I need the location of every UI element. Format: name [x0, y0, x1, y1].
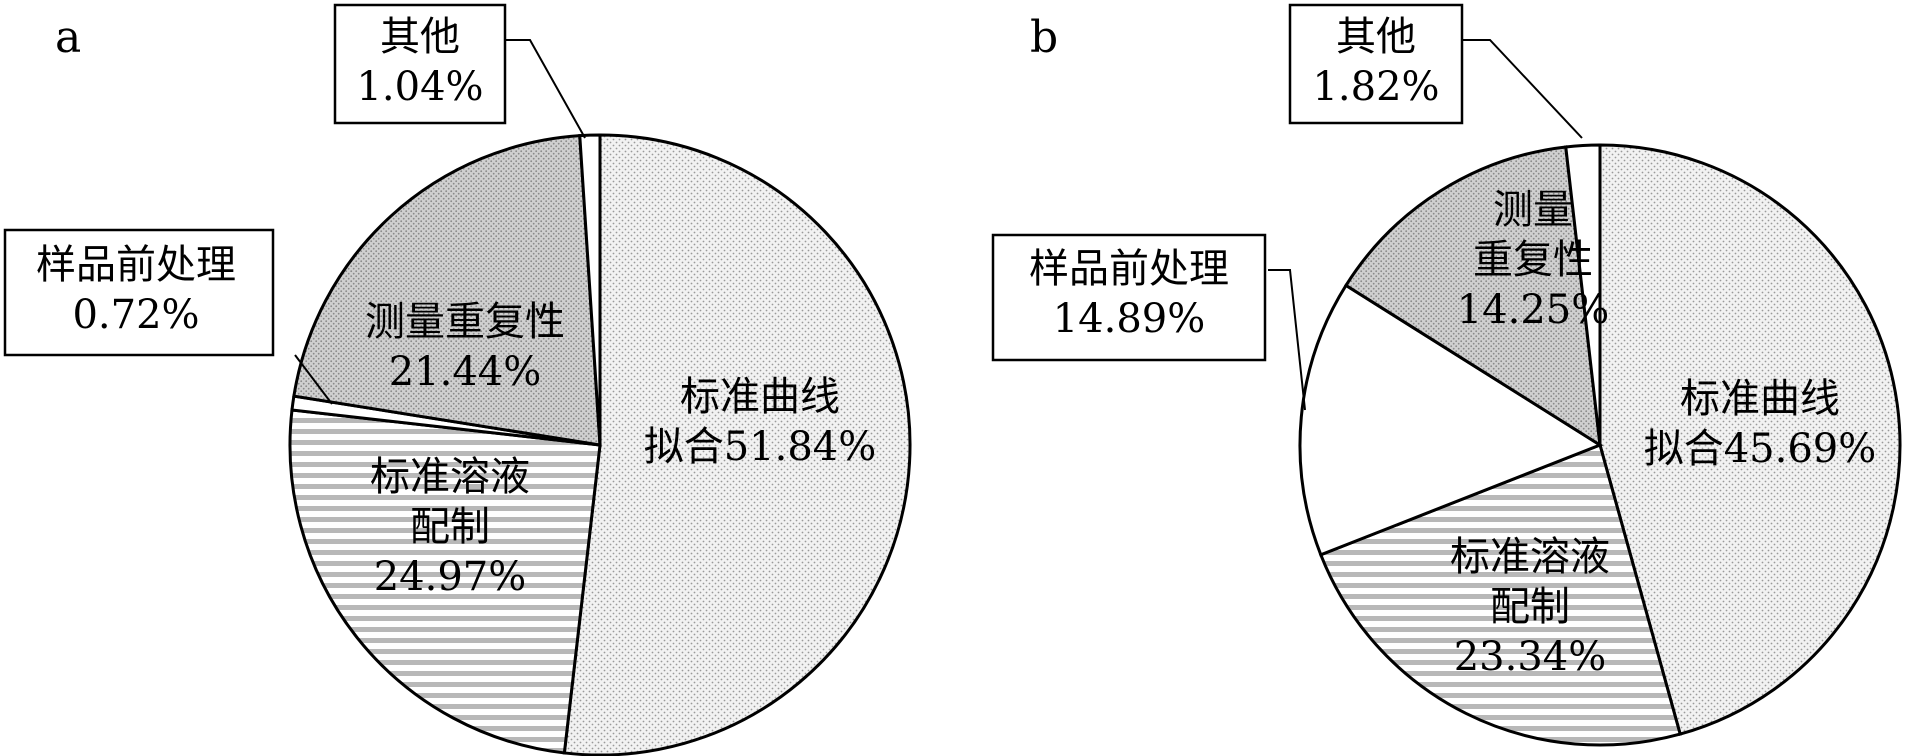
- pie-b-slice-label-1-2: 23.34%: [1454, 634, 1607, 680]
- pie-a-slice-label-0-1: 拟合51.84%: [644, 424, 877, 470]
- pie-b-slice-label-3-2: 14.25%: [1457, 287, 1610, 333]
- pie-a-callout-label-2-0: 样品前处理: [36, 242, 236, 288]
- pie-a-slices: [288, 133, 912, 756]
- pie-a-callout-label-2-1: 0.72%: [72, 292, 199, 338]
- pie-a-callout-box-4: [333, 3, 507, 125]
- pie-a-slice-label-1-0: 标准溶液: [370, 454, 530, 500]
- pie-a-slice-label-3-0: 测量重复性: [365, 299, 565, 345]
- pie-b-slice-label-0-0: 标准曲线: [1680, 376, 1840, 422]
- pie-b-callout-box-2: [991, 233, 1267, 362]
- pie-b-callout-label-4-0: 其他: [1336, 14, 1416, 60]
- pie-a-slice-1: [288, 408, 602, 755]
- pie-a-slice-0: [562, 133, 912, 756]
- pie-b-slice-2: [1298, 283, 1604, 557]
- pie-a-slice-4: [578, 133, 602, 446]
- pie-b-slice-label-3-0: 测量: [1493, 187, 1573, 233]
- pie-a-callout-label-4-0: 其他: [380, 14, 460, 60]
- pie-b-slice-label-0-1: 拟合45.69%: [1644, 426, 1877, 472]
- pie-b-slices: [1298, 143, 1902, 747]
- pie-a-callout-box-2: [3, 228, 275, 357]
- pie-a-slice-label-1-2: 24.97%: [374, 554, 527, 600]
- pie-a-leaders: [294, 39, 586, 405]
- pie-a-slice-label-3-1: 21.44%: [389, 349, 542, 395]
- pie-a-leader-line-0: [294, 354, 333, 405]
- pie-b-leaders: [1268, 39, 1583, 411]
- pie-b-callout-box-4: [1288, 3, 1464, 125]
- pie-b-callout-label-4-1: 1.82%: [1312, 64, 1439, 110]
- pie-b-slice-label-1-0: 标准溶液: [1450, 534, 1610, 580]
- panel-label-a: a: [55, 12, 81, 63]
- pie-b-slice-label-3-1: 重复性: [1473, 237, 1593, 283]
- pie-a-slice-label-0-0: 标准曲线: [680, 374, 840, 420]
- pie-b-leader-line-0: [1268, 269, 1306, 411]
- pie-b-callout-label-2-1: 14.89%: [1053, 296, 1206, 342]
- panel-label-b: b: [1030, 12, 1058, 63]
- pie-b-slice-4: [1564, 143, 1602, 446]
- pie-b-leader-line-1: [1462, 39, 1583, 139]
- pie-b-slice-3: [1343, 145, 1602, 448]
- pie-a-callout-label-4-1: 1.04%: [356, 64, 483, 110]
- pie-b-slice-label-1-1: 配制: [1490, 584, 1570, 630]
- pie-a-slice-label-1-1: 配制: [410, 504, 490, 550]
- pie-b-callout-label-2-0: 样品前处理: [1029, 246, 1229, 292]
- pie-a-leader-line-1: [505, 39, 586, 139]
- pie-a-slice-3: [292, 134, 602, 447]
- pie-b-slice-0: [1598, 143, 1902, 736]
